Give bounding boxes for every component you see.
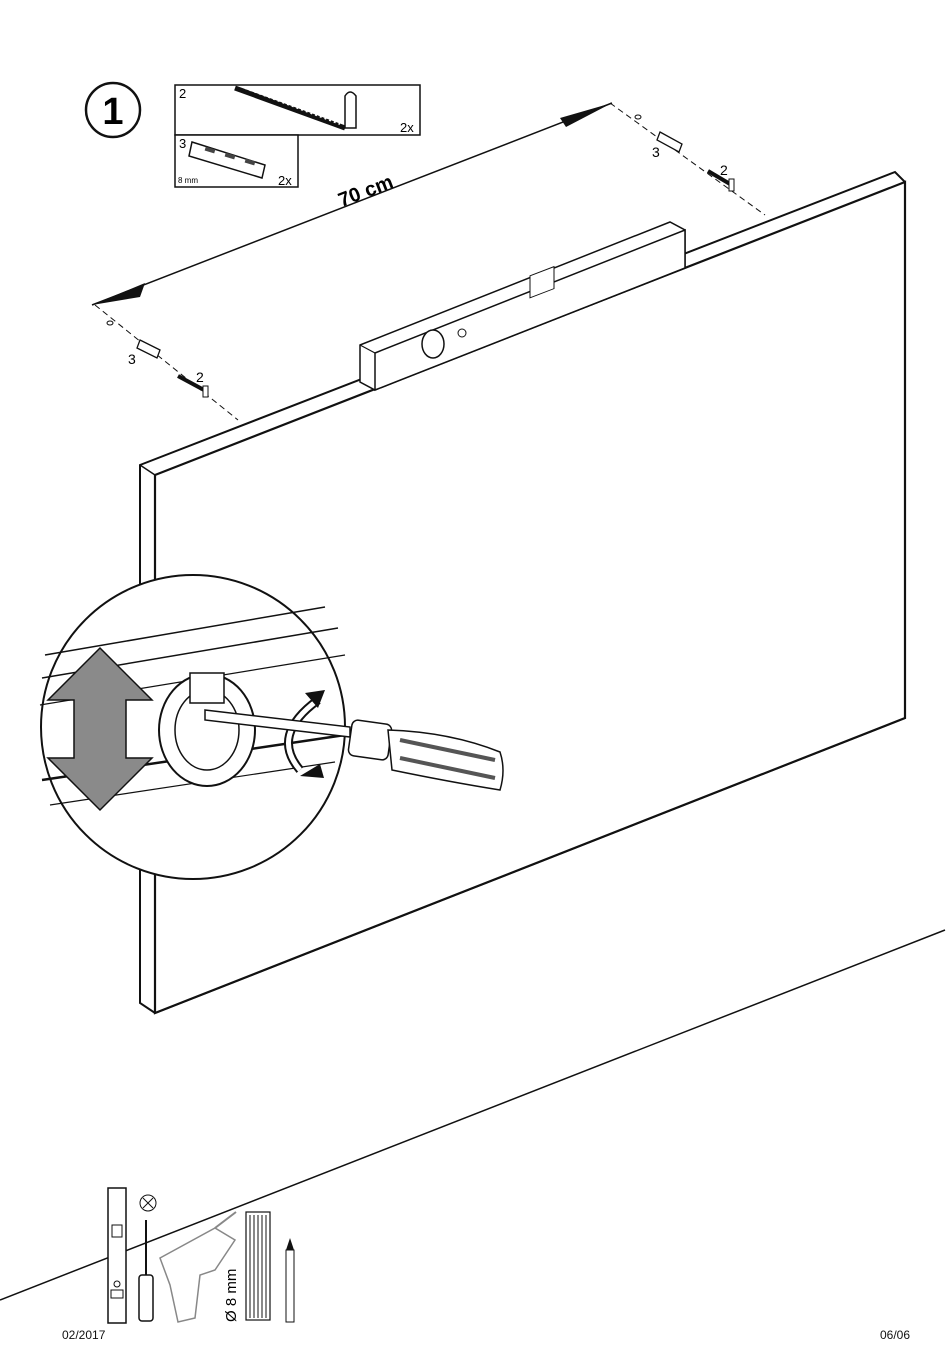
anchor-part-label: 3 <box>179 136 186 151</box>
anchor-part-qty: 2x <box>278 173 292 188</box>
parts-box-screw: 2 2x <box>175 85 420 135</box>
distance-label: 70 cm <box>335 171 396 212</box>
footer-date: 02/2017 <box>62 1328 105 1342</box>
parts-box-anchor: 3 8 mm 2x <box>175 135 298 188</box>
left-screw-label: 2 <box>196 369 204 385</box>
right-anchor-label: 3 <box>652 144 660 160</box>
step-number: 1 <box>102 91 123 133</box>
adjuster-knob-icon <box>159 673 255 786</box>
no-screwdriver-icon <box>139 1195 156 1321</box>
tools-strip: Ø 8 mm <box>108 1188 294 1323</box>
screw-part-qty: 2x <box>400 120 414 135</box>
level-tool-icon <box>108 1188 126 1323</box>
step-badge: 1 <box>86 83 140 137</box>
screw-part-label: 2 <box>179 86 186 101</box>
anchor-part-size: 8 mm <box>178 176 198 185</box>
pencil-icon <box>286 1238 294 1322</box>
right-screw-label: 2 <box>720 162 728 178</box>
right-wall-hardware: 3 2 <box>635 115 734 191</box>
drill-bits-icon <box>246 1212 270 1320</box>
footer-page-number: 06/06 <box>880 1328 910 1342</box>
left-wall-hardware: 3 2 <box>107 321 208 397</box>
left-anchor-label: 3 <box>128 351 136 367</box>
drill-bit-size: Ø 8 mm <box>223 1269 240 1322</box>
